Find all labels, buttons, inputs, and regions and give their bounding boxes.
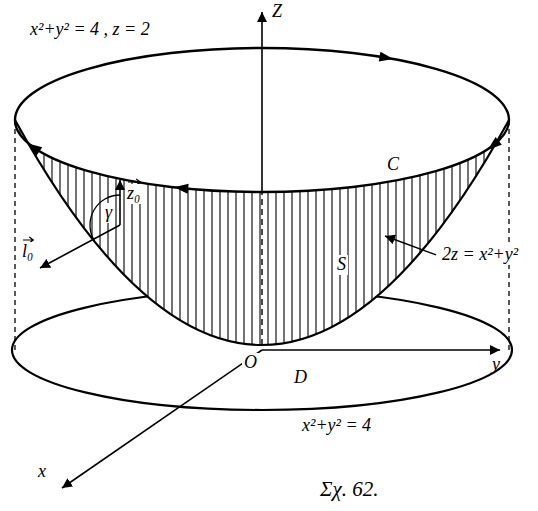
figure-caption: Σχ. 62. (318, 478, 380, 501)
curve-equation: x²+y² = 4 , z = 2 (28, 20, 152, 40)
direction-arrow (488, 137, 502, 150)
direction-marks (28, 52, 502, 194)
vector-name: z₀ (125, 184, 142, 204)
direction-arrow (28, 143, 42, 155)
direction-arrow (174, 184, 188, 194)
origin-name: O (242, 353, 259, 373)
z-axis (261, 12, 263, 192)
unit-vector (40, 225, 120, 268)
region-equation: x²+y² = 4 (300, 416, 373, 436)
angle-arc (90, 195, 120, 240)
leader-line (385, 236, 436, 255)
axis-name: x (36, 462, 48, 482)
curve-name: C (385, 155, 401, 175)
y-axis (262, 349, 500, 351)
axis-name: y (490, 355, 502, 375)
surface-equation: 2z = x²+y² (440, 245, 520, 265)
unit-vector (119, 180, 121, 225)
projection-line (508, 120, 509, 350)
projection-line (14, 120, 15, 350)
x-axis (62, 350, 262, 488)
surface-name: S (335, 255, 348, 275)
vector-name: l₀ (20, 242, 35, 262)
z-axis-hidden (261, 192, 262, 345)
axis-name: Z (270, 2, 284, 22)
angle-name: γ (103, 203, 114, 223)
direction-arrow (379, 52, 394, 62)
region-name: D (292, 368, 309, 388)
